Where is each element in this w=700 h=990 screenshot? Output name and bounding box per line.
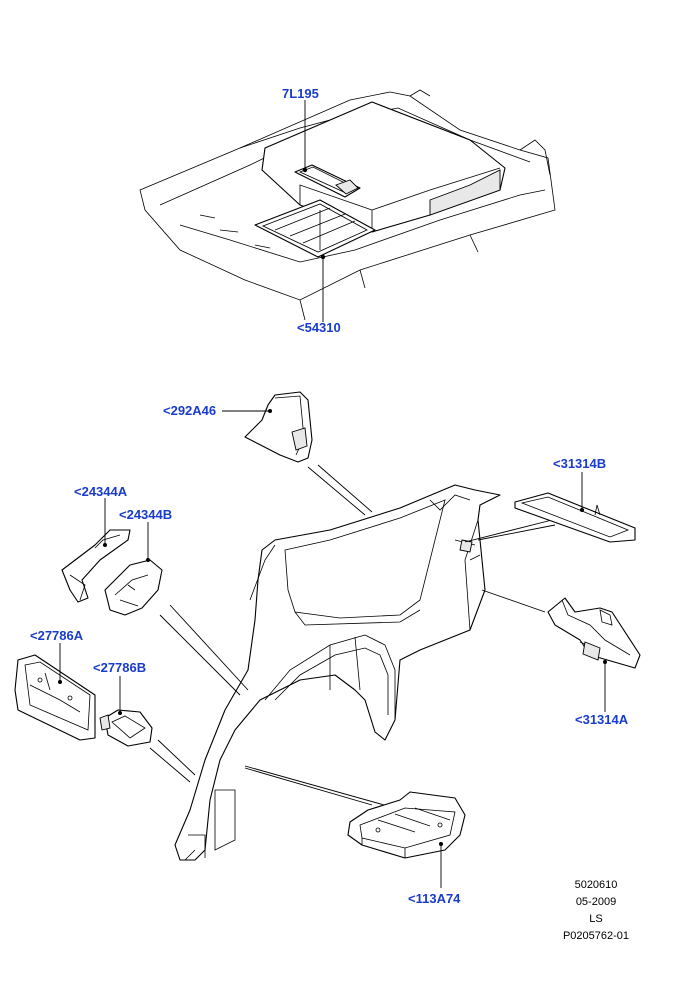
part-24344B <box>104 522 163 616</box>
label-54310[interactable]: <54310 <box>297 320 341 335</box>
part-292A46 <box>222 391 313 463</box>
label-27786A[interactable]: <27786A <box>30 628 84 643</box>
label-24344A[interactable]: <24344A <box>74 484 128 499</box>
label-24344B[interactable]: <24344B <box>119 507 173 522</box>
diagram-date: 05-2009 <box>575 896 617 908</box>
load-floor-assembly <box>139 89 556 322</box>
part-27786B <box>99 676 153 747</box>
part-27786A <box>14 643 96 741</box>
diagram-ref: P0205762-01 <box>562 930 630 942</box>
label-27786B[interactable]: <27786B <box>93 660 147 675</box>
label-7L195[interactable]: 7L195 <box>282 86 319 101</box>
label-292A46[interactable]: <292A46 <box>163 403 217 418</box>
part-113A74 <box>347 791 466 888</box>
part-31314B <box>514 472 636 543</box>
part-24344A <box>61 498 131 603</box>
diagram-code: 5020610 <box>574 879 618 891</box>
part-31314A <box>547 597 641 712</box>
diagram-model: LS <box>589 913 603 925</box>
label-31314A[interactable]: <31314A <box>575 712 629 727</box>
label-113A74[interactable]: <113A74 <box>408 891 461 906</box>
body-side-inner-assembly <box>149 464 556 861</box>
label-31314B[interactable]: <31314B <box>553 456 607 471</box>
